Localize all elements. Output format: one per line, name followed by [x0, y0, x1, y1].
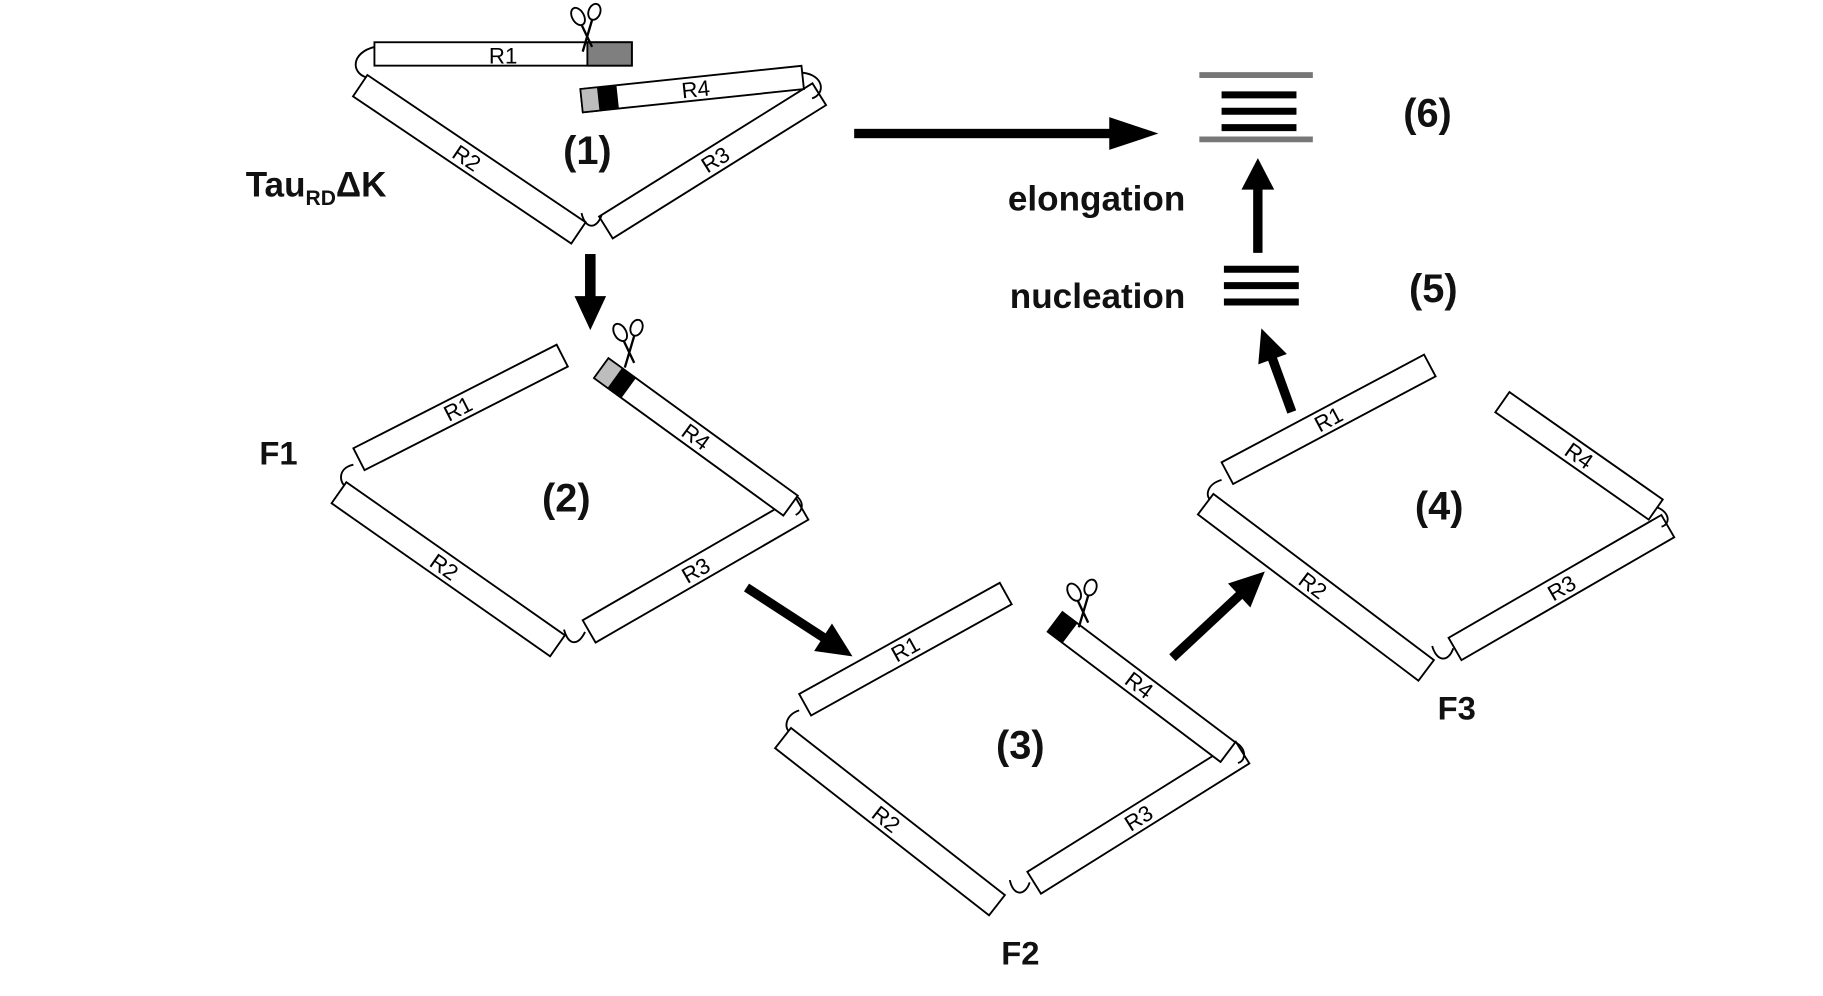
repeat-r2: R2	[330, 480, 567, 658]
linker-loop	[1008, 879, 1031, 894]
cleaved-black-block	[1047, 612, 1078, 643]
linker-loop	[354, 46, 375, 79]
linker-loop	[563, 629, 586, 644]
scissors-icon	[609, 316, 646, 369]
state-label: (3)	[996, 723, 1045, 767]
cleaved-light-grey-block	[579, 86, 602, 114]
repeat-r2: R2	[351, 73, 587, 245]
state-1: R1 R2 R3 R4 (1) TauRDΔK	[246, 0, 828, 245]
arrow-1-to-2	[574, 254, 607, 331]
cleaved-black-block	[597, 85, 619, 111]
arrow-5-to-6	[1241, 158, 1275, 253]
repeat-r4: R4	[592, 356, 800, 517]
linker-loop	[1431, 645, 1455, 660]
arrow-2-to-3	[743, 583, 853, 657]
repeat-r1: R1	[373, 41, 633, 68]
state-3: R1 R2 R3 R4 (3) F2	[773, 576, 1251, 971]
elongation-label: elongation	[1008, 180, 1185, 219]
repeat-r4: R4	[579, 64, 805, 114]
cleaved-light-grey-block	[592, 357, 624, 390]
cleaved-black-block	[608, 368, 636, 398]
state-label: (2)	[542, 476, 591, 520]
repeat-label: R1	[489, 43, 517, 68]
repeat-r4: R4	[1046, 610, 1237, 764]
construct-label: TauRDΔK	[246, 166, 387, 210]
state-4: R1 R2 R3 R4 (4) F3	[1196, 353, 1676, 727]
linker-loop	[580, 212, 603, 227]
state-5-nucleus: nucleation (5)	[1010, 265, 1458, 316]
form-label: F3	[1438, 690, 1476, 727]
repeat-r1: R1	[1220, 353, 1437, 486]
cleaved-dark-grey-block	[586, 41, 633, 67]
nucleation-label: nucleation	[1010, 277, 1186, 316]
state-2: R1 R2 R3 R4 (2) F1	[259, 316, 810, 658]
arrow-4-to-5	[1258, 328, 1297, 414]
arrow-3-to-4	[1169, 571, 1265, 662]
form-label: F2	[1001, 934, 1039, 971]
state-label: (4)	[1415, 485, 1464, 529]
state-label: (6)	[1403, 91, 1452, 135]
repeat-r4: R4	[1494, 390, 1665, 521]
linker-loop	[802, 71, 822, 100]
arrow-1-to-6	[854, 117, 1159, 150]
repeat-r3: R3	[581, 496, 810, 644]
repeat-r3: R3	[1026, 740, 1251, 895]
repeat-r2: R2	[773, 726, 1007, 917]
repeat-label: R4	[680, 75, 711, 103]
form-label: F1	[259, 435, 297, 472]
state-6-fibril: elongation (6)	[1008, 72, 1452, 219]
repeat-r3: R3	[1447, 513, 1676, 662]
repeat-r1: R1	[352, 343, 570, 472]
state-label: (1)	[563, 129, 612, 173]
state-label: (5)	[1409, 267, 1458, 311]
